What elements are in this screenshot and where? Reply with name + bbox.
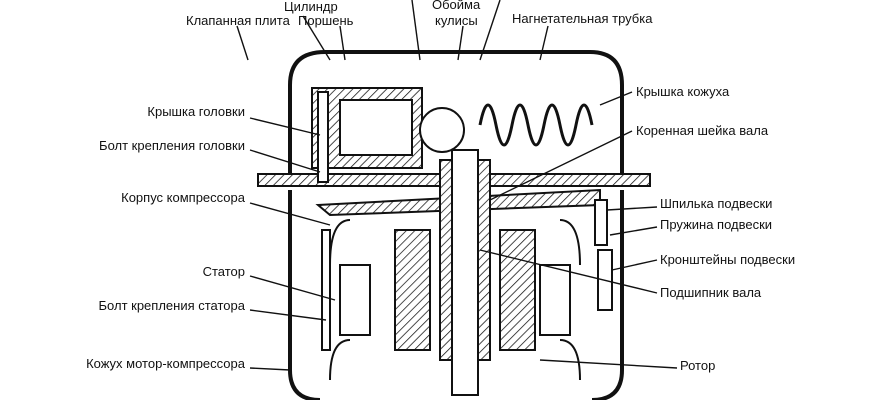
stator-right bbox=[539, 264, 571, 336]
compressor-head bbox=[311, 87, 594, 183]
label-stator: Статор bbox=[203, 264, 245, 279]
suspension-spring bbox=[594, 199, 608, 246]
label-head-cover: Крышка головки bbox=[147, 104, 245, 119]
label-casing-cover: Крышка кожуха bbox=[636, 84, 730, 99]
label-discharge-tube: Нагнетательная трубка bbox=[512, 11, 653, 26]
label-head-bolt: Болт крепления головки bbox=[99, 138, 245, 153]
stator-left bbox=[339, 264, 371, 336]
motor bbox=[315, 149, 613, 396]
leader-lines bbox=[236, 0, 678, 371]
label-slider-yoke-1: Обойма bbox=[432, 0, 481, 12]
rotor-left bbox=[394, 229, 431, 351]
label-suspension-brackets: Кронштейны подвески bbox=[660, 252, 795, 267]
winding-right bbox=[559, 219, 581, 381]
piston bbox=[339, 99, 413, 156]
rotor-right bbox=[499, 229, 536, 351]
label-rotor: Ротор bbox=[680, 358, 715, 373]
valve-plate bbox=[317, 91, 329, 183]
label-piston: Поршень bbox=[298, 13, 354, 28]
slider-yoke bbox=[419, 107, 465, 153]
label-compressor-body: Корпус компрессора bbox=[121, 190, 246, 205]
casing-cover bbox=[288, 50, 624, 175]
label-cylinder: Цилиндр bbox=[284, 0, 338, 14]
stator-bolt bbox=[321, 229, 331, 351]
labels: Цилиндр Клапанная плита Поршень Обойма к… bbox=[86, 0, 795, 373]
label-suspension-stud: Шпилька подвески bbox=[660, 196, 772, 211]
label-shaft-bearing: Подшипник вала bbox=[660, 285, 762, 300]
label-suspension-spring: Пружина подвески bbox=[660, 217, 772, 232]
label-stator-bolt: Болт крепления статора bbox=[99, 298, 246, 313]
discharge-tube bbox=[478, 103, 594, 147]
shaft bbox=[451, 149, 479, 396]
label-motor-casing: Кожух мотор-компрессора bbox=[86, 356, 246, 371]
label-main-journal: Коренная шейка вала bbox=[636, 123, 769, 138]
label-valve-plate: Клапанная плита bbox=[186, 13, 291, 28]
label-slider-yoke-2: кулисы bbox=[435, 13, 478, 28]
